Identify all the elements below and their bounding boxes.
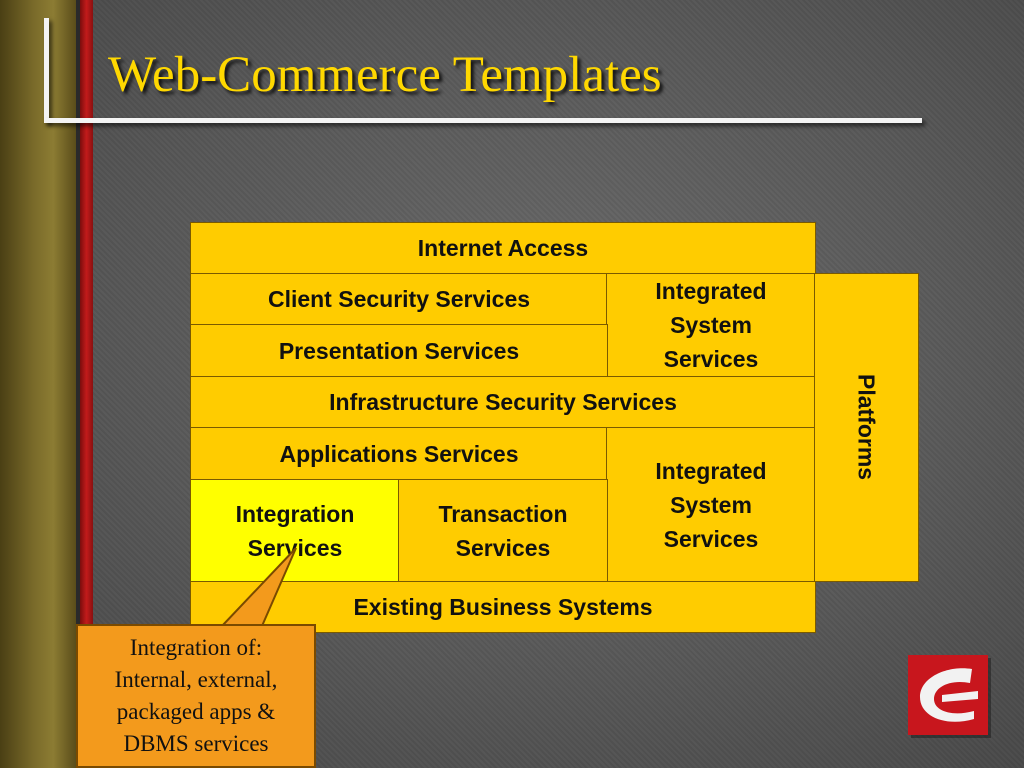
- slide-title: Web-Commerce Templates: [108, 47, 662, 103]
- left-red-bar: [80, 0, 93, 768]
- transaction-line-1: Transaction: [438, 500, 568, 527]
- client-security-label: Client Security Services: [267, 286, 531, 312]
- transaction-line-2: Services: [455, 534, 551, 561]
- integrated-system-services-bottom-box: Integrated System Services: [606, 427, 816, 582]
- infrastructure-security-box: Infrastructure Security Services: [190, 376, 816, 428]
- internet-access-label: Internet Access: [417, 235, 589, 261]
- integration-line-1: Integration: [235, 500, 355, 527]
- integrated-top-line-1: Integrated: [655, 278, 767, 304]
- applications-services-box: Applications Services: [190, 427, 608, 480]
- transaction-services-box: Transaction Services: [398, 479, 608, 582]
- integrated-bottom-line-3: Services: [663, 525, 759, 552]
- callout-line-1: Integration of:: [129, 635, 263, 660]
- title-frame-vertical-line: [44, 18, 49, 122]
- presentation-services-box: Presentation Services: [190, 324, 608, 377]
- left-divider-bar: [76, 0, 80, 768]
- integrated-bottom-line-1: Integrated: [655, 457, 767, 484]
- infrastructure-security-label: Infrastructure Security Services: [329, 389, 677, 415]
- integrated-top-line-2: System: [670, 312, 752, 338]
- integration-line-2: Services: [247, 534, 343, 561]
- integration-services-box: Integration Services: [190, 479, 400, 582]
- internet-access-box: Internet Access: [190, 222, 816, 274]
- company-logo-icon: [908, 655, 991, 738]
- platforms-box: Platforms: [814, 273, 919, 582]
- integrated-system-services-top-box: Integrated System Services: [606, 273, 816, 377]
- integrated-top-line-3: Services: [663, 346, 759, 372]
- client-security-box: Client Security Services: [190, 273, 608, 325]
- existing-business-label: Existing Business Systems: [353, 594, 653, 620]
- integration-callout: Integration of: Internal, external, pack…: [76, 624, 316, 768]
- presentation-label: Presentation Services: [278, 337, 520, 364]
- applications-label: Applications Services: [279, 440, 519, 467]
- left-olive-bar: [0, 0, 76, 768]
- callout-line-3: packaged apps &: [116, 699, 276, 724]
- title-frame-horizontal-line: [44, 118, 922, 123]
- callout-line-2: Internal, external,: [114, 667, 278, 692]
- platforms-label: Platforms: [853, 374, 880, 481]
- integrated-bottom-line-2: System: [670, 491, 752, 518]
- callout-line-4: DBMS services: [123, 731, 269, 756]
